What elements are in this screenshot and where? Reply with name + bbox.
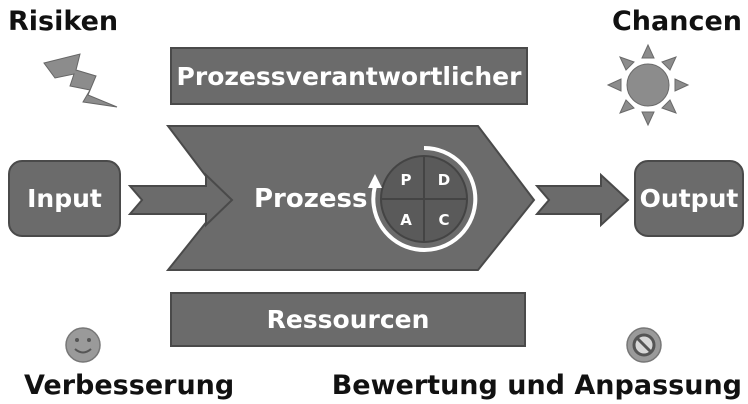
smiley-icon: [65, 327, 101, 363]
sun-icon: [606, 43, 690, 127]
risks-label: Risiken: [8, 6, 119, 37]
pdca-plan: P: [400, 171, 412, 189]
improvement-label: Verbesserung: [24, 370, 235, 401]
output-arrow: [534, 172, 630, 228]
cycle-arrowhead: [368, 174, 382, 188]
pdca-circle: [368, 145, 478, 252]
pdca-do: D: [437, 171, 451, 189]
evaluation-label: Bewertung und Anpassung: [331, 370, 742, 401]
cycle-arrow: [371, 145, 478, 252]
resources-box: Ressourcen: [170, 292, 526, 347]
lightning-icon: [43, 53, 118, 108]
pdca-act: A: [400, 211, 412, 229]
opportunities-label: Chancen: [611, 6, 742, 37]
prohibited-icon: [626, 327, 662, 363]
pdca-check: C: [438, 211, 450, 229]
output-box: Output: [634, 160, 744, 237]
process-owner-box: Prozessverantwortlicher: [170, 47, 528, 105]
process-label: Prozess: [254, 184, 368, 214]
input-arrow: [127, 172, 234, 228]
input-box: Input: [8, 160, 121, 237]
